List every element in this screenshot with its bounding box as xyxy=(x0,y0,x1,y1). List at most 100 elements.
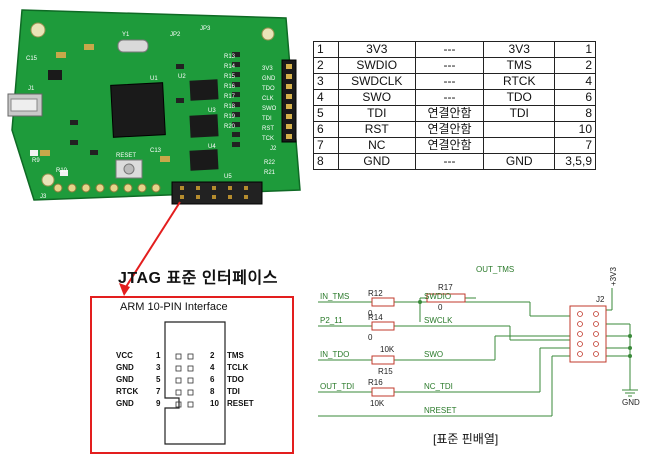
table-cell: --- xyxy=(414,73,485,90)
silk-jp2: JP2 xyxy=(170,32,181,38)
silk-swo: SWO xyxy=(262,106,277,112)
silk-c13: C13 xyxy=(150,148,162,154)
jtag-pin-label: 6 xyxy=(210,375,215,384)
table-cell: RST xyxy=(337,121,416,138)
table-cell: TDI xyxy=(483,105,556,122)
table-cell xyxy=(483,121,556,138)
net-swo: SWO xyxy=(424,350,443,359)
silk-reset: RESET xyxy=(116,153,136,159)
table-cell: --- xyxy=(414,57,485,74)
net-nc-tdi: NC_TDI xyxy=(424,382,453,391)
silk-c15: C15 xyxy=(26,56,38,62)
silk-u2: U2 xyxy=(178,74,186,80)
resistor-r15 xyxy=(371,355,395,365)
jtag-pin-label: TDO xyxy=(227,375,244,384)
silk-j3: J3 xyxy=(40,194,47,200)
net-in-tdo: IN_TDO xyxy=(320,350,349,359)
label-gnd: GND xyxy=(622,398,640,407)
jtag-pin-label: 3 xyxy=(156,363,161,372)
label-j2: J2 xyxy=(596,295,605,304)
label-r17: R17 xyxy=(438,283,453,292)
jtag-pin-label: GND xyxy=(116,399,134,408)
jtag-pin-label: RTCK xyxy=(116,387,139,396)
table-cell: GND xyxy=(483,153,556,170)
table-cell: 4 xyxy=(554,73,596,90)
table-cell: --- xyxy=(414,153,485,170)
table-cell: 6 xyxy=(313,121,339,138)
figure-caption: [표준 핀배열] xyxy=(433,432,499,446)
jtag-pin-label: 8 xyxy=(210,387,215,396)
net-swdio: SWDIO xyxy=(424,292,451,301)
silk-r21: R21 xyxy=(264,170,276,176)
silk-3v3: 3V3 xyxy=(262,66,273,72)
jtag-pin-label: TMS xyxy=(227,351,244,360)
value-r14: 0 xyxy=(368,333,373,342)
net-in-tms: IN_TMS xyxy=(320,292,349,301)
table-cell: TDO xyxy=(483,89,556,106)
value-r16: 10K xyxy=(370,399,385,408)
silk-tck: TCK xyxy=(262,136,274,142)
jtag-pin-label: 5 xyxy=(156,375,161,384)
jtag-pin-label: 1 xyxy=(156,351,161,360)
table-cell: 4 xyxy=(313,89,339,106)
silk-u4: U4 xyxy=(208,144,216,150)
jtag-pin-label: 7 xyxy=(156,387,161,396)
jtag-pin-label: TDI xyxy=(227,387,240,396)
value-r15: 10K xyxy=(380,345,395,354)
table-cell: 7 xyxy=(313,137,339,154)
silk-u3: U3 xyxy=(208,108,216,114)
silk-rst: RST xyxy=(262,126,274,132)
silk-r17: R17 xyxy=(224,94,236,100)
value-r12: 0 xyxy=(368,309,373,318)
silk-r15: R15 xyxy=(224,74,236,80)
jtag-pin-label: VCC xyxy=(116,351,133,360)
silk-j2: J2 xyxy=(270,146,277,152)
table-cell: 7 xyxy=(554,137,596,154)
table-cell: 1 xyxy=(313,41,339,58)
silk-r19: R19 xyxy=(224,114,236,120)
net-out-tms: OUT_TMS xyxy=(476,265,514,274)
silk-clk: CLK xyxy=(262,96,274,102)
table-cell: 6 xyxy=(554,89,596,106)
table-cell: RTCK xyxy=(483,73,556,90)
silk-r18: R18 xyxy=(224,104,236,110)
label-r12: R12 xyxy=(368,289,383,298)
label-r15: R15 xyxy=(378,367,393,376)
silk-tdi: TDI xyxy=(262,116,272,122)
resistor-r17 xyxy=(426,293,466,303)
table-cell: SWDIO xyxy=(337,57,416,74)
silk-r22: R22 xyxy=(264,160,276,166)
silk-r16: R16 xyxy=(224,84,236,90)
silk-y1: Y1 xyxy=(122,32,130,38)
label-3v3: +3V3 xyxy=(609,267,618,286)
label-r14: R14 xyxy=(368,313,383,322)
net-nreset: NRESET xyxy=(424,406,457,415)
value-r17: 0 xyxy=(438,303,443,312)
table-cell: TDI xyxy=(337,105,416,122)
connector-j2 xyxy=(569,305,607,363)
table-cell xyxy=(483,137,556,154)
table-cell: SWDCLK xyxy=(337,73,416,90)
silk-tdo: TDO xyxy=(262,86,275,92)
net-swclk: SWCLK xyxy=(424,316,453,325)
table-cell: 10 xyxy=(554,121,596,138)
table-cell: 연결안함 xyxy=(414,105,485,122)
silk-r14: R14 xyxy=(224,64,236,70)
jtag-pin-label: 9 xyxy=(156,399,161,408)
table-cell: 8 xyxy=(313,153,339,170)
table-cell: 1 xyxy=(554,41,596,58)
table-cell: --- xyxy=(414,41,485,58)
table-cell: 8 xyxy=(554,105,596,122)
jtag-pin-label: RESET xyxy=(227,399,254,408)
jtag-pin-label: 4 xyxy=(210,363,215,372)
jtag-pin-label: TCLK xyxy=(227,363,249,372)
table-cell: 3V3 xyxy=(483,41,556,58)
connector-outline xyxy=(164,321,226,445)
